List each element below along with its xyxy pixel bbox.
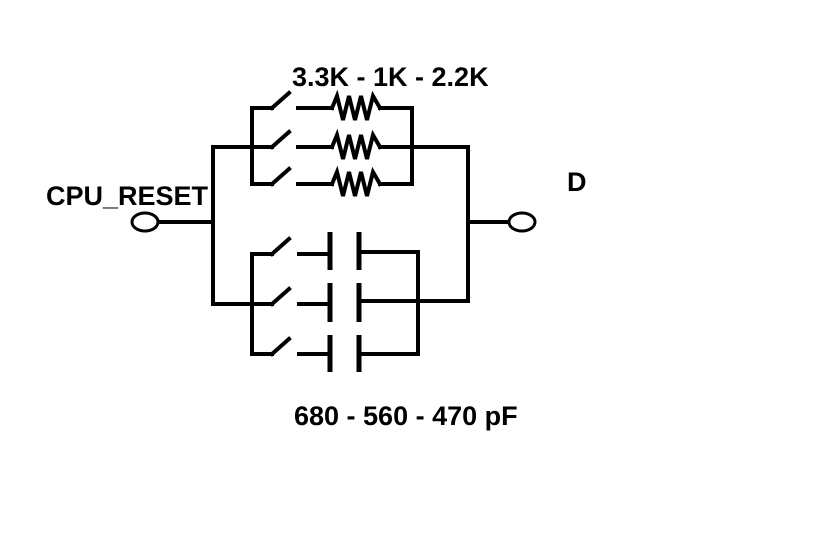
switch-3-icon bbox=[269, 166, 292, 187]
capacitor-2-icon bbox=[327, 283, 362, 322]
resistor-bank bbox=[250, 89, 414, 197]
resistor-1-icon bbox=[329, 89, 383, 121]
resistor-branch-2 bbox=[250, 128, 414, 160]
switch-1-icon bbox=[269, 90, 292, 111]
switch-4-icon bbox=[269, 236, 292, 257]
input-terminal bbox=[130, 211, 215, 233]
switch-6-icon bbox=[269, 336, 292, 357]
resistor-branch-1 bbox=[250, 89, 414, 121]
switch-2-icon bbox=[269, 129, 292, 150]
capacitor-branch-2 bbox=[250, 283, 420, 322]
input-label: CPU_RESET bbox=[46, 181, 209, 211]
left-bus bbox=[211, 145, 254, 306]
output-terminal bbox=[507, 211, 537, 233]
capacitor-branch-3 bbox=[250, 335, 420, 372]
resistor-branch-3 bbox=[250, 165, 414, 197]
capacitor-values-label: 680 - 560 - 470 pF bbox=[294, 401, 518, 431]
capacitor-3-icon bbox=[327, 335, 362, 372]
switch-5-icon bbox=[269, 286, 292, 307]
resistor-values-label: 3.3K - 1K - 2.2K bbox=[292, 62, 489, 92]
output-label: D bbox=[567, 167, 587, 197]
right-bus bbox=[410, 145, 512, 303]
resistor-3-icon bbox=[329, 165, 383, 197]
capacitor-bank bbox=[250, 232, 420, 372]
capacitor-1-icon bbox=[327, 232, 362, 270]
resistor-2-icon bbox=[329, 128, 383, 160]
capacitor-branch-1 bbox=[250, 232, 420, 270]
